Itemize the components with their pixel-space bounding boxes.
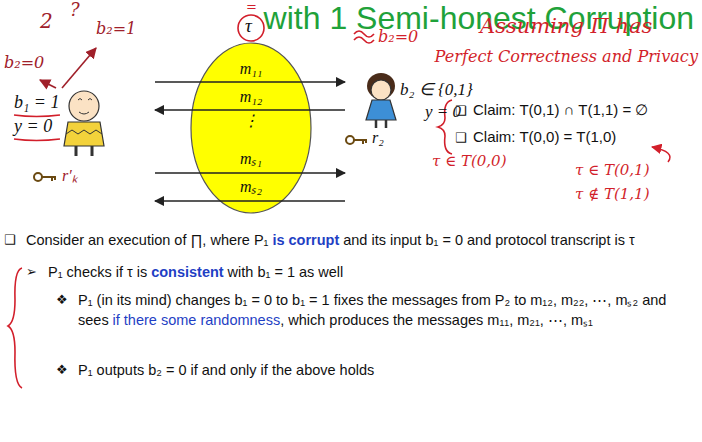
bullet-row: ❖P₁ (in its mind) changes b₁ = 0 to b₁ =… bbox=[56, 290, 698, 330]
highlight-text: is corrupt bbox=[272, 232, 339, 248]
ink-note: b₂=1 bbox=[96, 20, 136, 38]
body-text: with b₁ = 1 as well bbox=[228, 264, 344, 280]
message-arrow bbox=[155, 109, 345, 111]
highlight-text: consistent bbox=[151, 264, 224, 280]
ink-circle bbox=[238, 15, 264, 41]
message-label: ⋮ bbox=[190, 112, 312, 130]
party-figure bbox=[366, 73, 396, 128]
bullet-row: ❖P₁ outputs b₂ = 0 if and only if the ab… bbox=[56, 360, 698, 380]
bullet-text: P₁ (in its mind) changes b₁ = 0 to b₁ = … bbox=[78, 290, 698, 330]
bullet-text: P₁ checks if τ isconsistentwith b₁ = 1 a… bbox=[48, 262, 698, 282]
body-text: Consider an execution of ∏, where P₁ bbox=[26, 232, 269, 248]
ink-note: 2 bbox=[40, 10, 53, 33]
bullet-symbol: ❑ bbox=[455, 131, 467, 146]
ink-note: b₂=0 bbox=[378, 28, 418, 46]
ink-note: τ ∈ T(0,1) bbox=[575, 162, 650, 179]
ink-note: τ ∉ T(1,1) bbox=[575, 186, 650, 203]
ink-arrow bbox=[652, 147, 670, 162]
claim-text: Claim: T(0,0) = T(1,0) bbox=[473, 128, 616, 145]
highlight-text: if there some randomness bbox=[113, 312, 281, 328]
ink-underline bbox=[14, 139, 60, 141]
party-figure bbox=[64, 91, 104, 156]
bullet-symbol: ❖ bbox=[56, 360, 78, 380]
ink-note: τ ∈ T(0,0) bbox=[432, 153, 507, 170]
transcript-symbol: τ bbox=[245, 15, 252, 37]
randomness-label: r′ₖ bbox=[62, 167, 78, 185]
bullet-text: P₁ outputs b₂ = 0 if and only if the abo… bbox=[78, 360, 698, 380]
ink-bracket bbox=[8, 268, 22, 388]
body-text: P₁ outputs b₂ = 0 if and only if the abo… bbox=[78, 362, 374, 378]
bullet-row: ➢P₁ checks if τ isconsistentwith b₁ = 1 … bbox=[26, 262, 698, 282]
message-arrow bbox=[155, 81, 345, 83]
key-icon bbox=[34, 173, 56, 181]
body-text: , which produces the messages m₁₁, m₂₁, … bbox=[280, 312, 593, 328]
ink-note: = bbox=[246, 0, 257, 15]
message-label: mₛ₂ bbox=[190, 178, 312, 196]
bullet-symbol: ❖ bbox=[56, 290, 78, 310]
bullet-symbol: ❑ bbox=[4, 230, 26, 250]
ink-note: b₂=0 bbox=[4, 54, 44, 72]
key-icon bbox=[346, 136, 367, 144]
party-input: b₁ = 1 bbox=[14, 92, 59, 113]
claim-text: Claim: T(0,1) ∩ T(1,1) = ∅ bbox=[473, 101, 648, 118]
bullet-symbol: ❑ bbox=[455, 104, 467, 119]
message-label: mₛ₁ bbox=[190, 150, 312, 168]
party-output: y = 0 bbox=[14, 116, 52, 137]
ink-arrow bbox=[62, 48, 96, 88]
bullet-row: ❑Consider an execution of ∏, where P₁is … bbox=[4, 230, 698, 250]
bullet-text: Consider an execution of ∏, where P₁is c… bbox=[26, 230, 698, 250]
randomness-label: r₂ bbox=[372, 129, 384, 147]
body-text: P₁ checks if τ is bbox=[48, 264, 147, 280]
message-label: m₁₂ bbox=[190, 88, 312, 106]
ink-note: Perfect Correctness and Privacy bbox=[435, 48, 698, 67]
party-input: b₂ ∈ {0,1} bbox=[400, 80, 473, 100]
message-ellipse: m₁₁ m₁₂ ⋮ mₛ₁ mₛ₂ bbox=[190, 42, 312, 214]
ink-note: Assuming Π has bbox=[480, 14, 652, 38]
message-arrow bbox=[155, 200, 345, 202]
body-text: and its input b₁ = 0 and protocol transc… bbox=[343, 232, 635, 248]
message-arrow bbox=[155, 172, 345, 174]
ellipse-shape bbox=[191, 43, 311, 213]
ink-note: ? bbox=[70, 0, 80, 21]
message-label: m₁₁ bbox=[190, 60, 312, 78]
bullet-symbol: ➢ bbox=[26, 262, 48, 282]
ink-arrow bbox=[40, 80, 56, 88]
